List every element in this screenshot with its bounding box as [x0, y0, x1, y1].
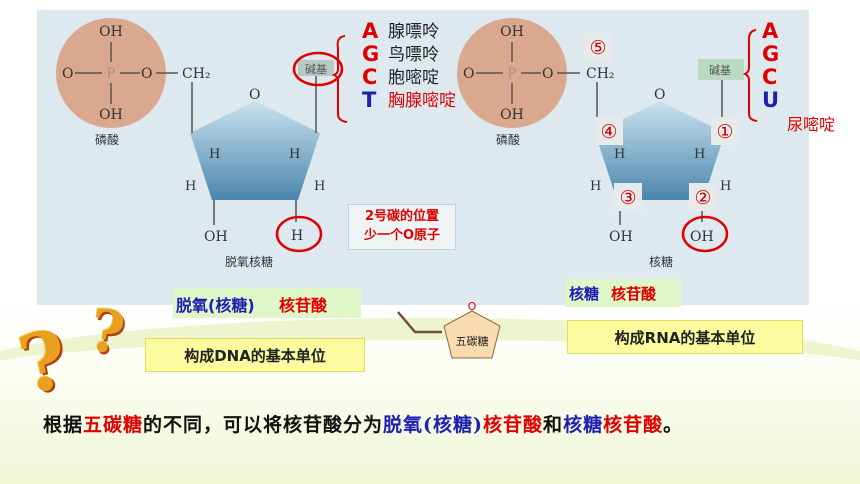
- dna-base-name-g: 鸟嘌呤: [388, 45, 439, 65]
- bottom-part-9: 。: [663, 414, 684, 436]
- rna-sugar-pentagon: [595, 101, 725, 200]
- bottom-part-2: 五碳糖: [83, 414, 144, 436]
- dna-c5: CH₂: [182, 66, 211, 82]
- svg-text:②: ②: [694, 187, 711, 209]
- dna-base-names: 腺嘌呤 鸟嘌呤 胞嘧啶 胸腺嘧啶: [388, 21, 456, 113]
- c2-note-line-2: 少一个O原子: [363, 228, 441, 243]
- dna-unit-label: 构成DNA的基本单位: [184, 347, 326, 365]
- rna-unit-box: 构成RNA的基本单位: [567, 320, 803, 354]
- rna-carbon-number-2: ②: [689, 183, 717, 211]
- dna-base-name-c: 胞嘧啶: [388, 68, 439, 88]
- bottom-part-6: 和: [543, 414, 564, 436]
- dna-base-g: G: [362, 42, 380, 66]
- svg-text:④: ④: [600, 121, 617, 143]
- rna-phosphate-oh-bottom: OH: [500, 107, 524, 123]
- dna-base-name-t: 胸腺嘧啶: [388, 91, 456, 111]
- dna-phosphate-p: P: [107, 66, 115, 82]
- dna-ring-o: O: [249, 87, 260, 103]
- c2-note-line-1: 2号碳的位置: [364, 209, 440, 224]
- dna-nucleotide-suffix: 核苷酸: [279, 296, 328, 315]
- rna-h-2: H: [694, 147, 705, 162]
- pentose-icon: [443, 310, 501, 359]
- dna-base-highlight-circle: [292, 51, 344, 87]
- dna-nucleotide-label: 脱氧(核糖) 核苷酸: [173, 288, 361, 318]
- bottom-part-3: 的不同，可以将核苷酸分为: [143, 414, 384, 436]
- rna-base-box: 碱基: [709, 64, 731, 77]
- dna-nucleotide-prefix: 脱氧(核糖): [176, 296, 255, 315]
- pentose-bond-line: [397, 311, 442, 334]
- rna-carbon-number-1: ①: [711, 117, 739, 145]
- dna-h-4: H: [314, 179, 325, 194]
- dna-phosphate-label: 磷酸: [95, 132, 119, 147]
- svg-text:⑤: ⑤: [589, 37, 606, 59]
- rna-nucleotide-prefix: 核糖: [569, 285, 600, 303]
- rna-base-a: A: [762, 19, 779, 43]
- rna-bases-list: A G C U: [762, 20, 779, 112]
- dna-h-2: H: [289, 147, 300, 162]
- rna-c5: CH₂: [586, 66, 615, 82]
- dna-bases-list: A G C T: [362, 20, 379, 112]
- rna-carbon-number-3: ③: [614, 183, 642, 211]
- rna-phosphate-o-left: O: [463, 66, 474, 82]
- dna-oh-c3: OH: [204, 229, 228, 245]
- dna-h-highlight-circle: [275, 215, 323, 253]
- rna-phosphate-label: 磷酸: [496, 132, 520, 147]
- rna-nucleotide-suffix: 核苷酸: [611, 285, 657, 303]
- dna-base-a: A: [362, 19, 379, 43]
- dna-h-c2: H: [291, 228, 303, 244]
- rna-base-g: G: [762, 42, 780, 66]
- bottom-part-8: 核苷酸: [603, 414, 664, 436]
- rna-carbon-number-5: ⑤: [584, 33, 612, 61]
- c2-note-box: 2号碳的位置 少一个O原子: [348, 204, 456, 250]
- dna-unit-box: 构成DNA的基本单位: [145, 338, 365, 372]
- dna-base-c: C: [362, 65, 378, 89]
- dna-phosphate-oh-top: OH: [99, 24, 123, 40]
- dna-phosphate-o-left: O: [62, 66, 73, 82]
- dna-phosphate-oh-bottom: OH: [99, 107, 123, 123]
- dna-sugar-label: 脱氧核糖: [225, 254, 273, 269]
- bottom-sentence: 根据五碳糖的不同，可以将核苷酸分为脱氧(核糖)核苷酸和核糖核苷酸。: [43, 410, 683, 437]
- bottom-part-4: 脱氧(核糖): [383, 414, 484, 436]
- dna-phosphate-circle: [56, 18, 166, 128]
- dna-base-t: T: [362, 88, 377, 112]
- rna-base-u: U: [762, 88, 780, 112]
- dna-phosphate-o-right: O: [141, 66, 152, 82]
- rna-oh-c3: OH: [609, 229, 633, 245]
- rna-h-4: H: [720, 179, 731, 194]
- pentose-o: O: [468, 300, 477, 313]
- svg-text:①: ①: [716, 121, 733, 143]
- rna-h-1: H: [614, 147, 625, 162]
- rna-oh-c2: OH: [690, 229, 714, 245]
- rna-phosphate-oh-top: OH: [500, 24, 524, 40]
- rna-phosphate-circle: [457, 18, 567, 128]
- rna-oh-highlight-circle: [681, 215, 729, 253]
- rna-unit-label: 构成RNA的基本单位: [614, 329, 756, 347]
- rna-h-3: H: [590, 179, 601, 194]
- svg-text:③: ③: [619, 187, 636, 209]
- dna-h-3: H: [185, 179, 196, 194]
- dna-sugar-pentagon: [190, 101, 320, 200]
- bottom-part-1: 根据: [43, 414, 84, 436]
- rna-carbon-number-4: ④: [595, 117, 623, 145]
- dna-base-name-a: 腺嘌呤: [388, 22, 439, 42]
- rna-phosphate-p: P: [508, 66, 516, 82]
- rna-ring-o: O: [654, 87, 665, 103]
- bottom-part-7: 核糖: [563, 414, 604, 436]
- rna-phosphate-o-right: O: [542, 66, 553, 82]
- rna-nucleotide-label: 核糖 核苷酸: [565, 279, 681, 307]
- dna-base-box: 碱基: [305, 63, 327, 76]
- rna-base-name-u: 尿嘧啶: [787, 115, 836, 134]
- pentose-label: 五碳糖: [456, 334, 489, 348]
- rna-base-c: C: [762, 65, 778, 89]
- rna-sugar-label: 核糖: [649, 254, 673, 269]
- bottom-part-5: 核苷酸: [483, 414, 544, 436]
- dna-h-1: H: [209, 147, 220, 162]
